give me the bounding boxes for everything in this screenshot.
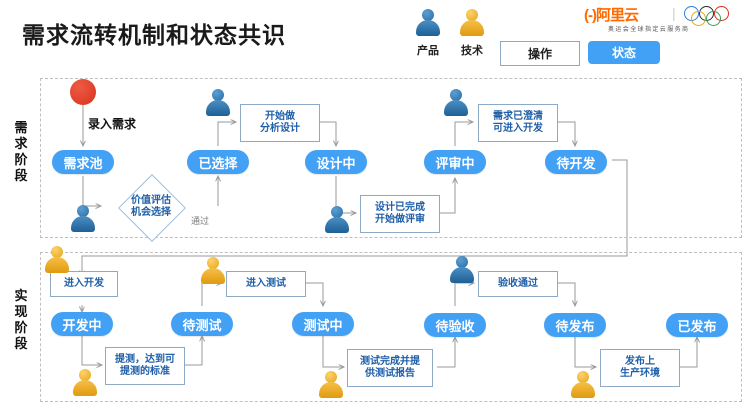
brand-name: (-)阿里云 bbox=[584, 4, 639, 25]
edge-label-pass: 通过 bbox=[191, 216, 210, 226]
actor-tech-5 bbox=[570, 370, 596, 400]
note-release-production[interactable]: 发布上 生产环境 bbox=[600, 349, 680, 387]
status-pill-designing[interactable]: 设计中 bbox=[305, 150, 367, 174]
person-icon bbox=[415, 8, 441, 38]
decision-value-evaluation[interactable]: 价值评估 机会选择 bbox=[103, 174, 199, 242]
note-submit-test[interactable]: 提测，达到可 提测的标准 bbox=[105, 347, 185, 385]
person-icon bbox=[324, 205, 350, 235]
note-start-analysis[interactable]: 开始做 分析设计 bbox=[240, 104, 320, 142]
person-icon bbox=[200, 256, 226, 286]
note-requirement-clarified[interactable]: 需求已澄清 可进入开发 bbox=[478, 104, 558, 142]
status-pill-pending-dev[interactable]: 待开发 bbox=[545, 150, 607, 174]
brand-tagline: 奥运会全球指定云服务商 bbox=[608, 27, 690, 33]
brand-name-text: 阿里云 bbox=[596, 7, 639, 24]
edge-label-enter-requirement: 录入需求 bbox=[88, 117, 137, 131]
status-pill-pending-release[interactable]: 待发布 bbox=[544, 313, 606, 337]
person-icon bbox=[449, 255, 475, 285]
operation-button[interactable]: 操作 bbox=[500, 41, 580, 66]
status-pill-testing[interactable]: 测试中 bbox=[292, 312, 354, 336]
legend-item-product: 产品 bbox=[408, 8, 448, 57]
brand-logo: (-)阿里云 | 奥运会全球指定云服务商 bbox=[584, 4, 744, 38]
person-icon bbox=[44, 245, 70, 275]
legend-label-tech: 技术 bbox=[461, 45, 483, 57]
note-acceptance-passed[interactable]: 验收通过 bbox=[478, 271, 558, 297]
legend-label-product: 产品 bbox=[417, 45, 439, 57]
phase-label-requirement: 需 求 阶 段 bbox=[14, 120, 28, 183]
note-test-done[interactable]: 测试完成并提 供测试报告 bbox=[347, 349, 433, 387]
phase-box-requirement bbox=[40, 78, 742, 238]
brand-mark-glyph: (-) bbox=[584, 7, 597, 24]
actor-product-3 bbox=[324, 205, 350, 235]
person-icon bbox=[205, 88, 231, 118]
legend: 产品 技术 bbox=[408, 8, 498, 60]
legend-item-tech: 技术 bbox=[452, 8, 492, 57]
actor-tech-3 bbox=[200, 256, 226, 286]
actor-tech-1 bbox=[44, 245, 70, 275]
status-pill-pending-accept[interactable]: 待验收 bbox=[424, 313, 486, 337]
person-icon bbox=[70, 204, 96, 234]
phase-box-implementation bbox=[40, 252, 742, 402]
status-button[interactable]: 状态 bbox=[588, 41, 660, 64]
person-icon bbox=[570, 370, 596, 400]
start-node bbox=[70, 79, 96, 105]
olympic-rings-icon bbox=[684, 6, 740, 26]
person-icon bbox=[72, 368, 98, 398]
actor-product-2 bbox=[205, 88, 231, 118]
person-icon bbox=[443, 88, 469, 118]
brand-separator: | bbox=[672, 5, 676, 21]
actor-tech-2 bbox=[72, 368, 98, 398]
status-pill-reviewing[interactable]: 评审中 bbox=[424, 150, 486, 174]
note-enter-dev[interactable]: 进入开发 bbox=[50, 271, 118, 297]
person-icon bbox=[318, 370, 344, 400]
status-pill-pool[interactable]: 需求池 bbox=[52, 150, 114, 174]
page-title: 需求流转机制和状态共识 bbox=[22, 22, 286, 48]
person-icon bbox=[459, 8, 485, 38]
note-enter-test[interactable]: 进入测试 bbox=[226, 271, 306, 297]
actor-product-1 bbox=[70, 204, 96, 234]
phase-label-implementation: 实 现 阶 段 bbox=[14, 288, 28, 351]
actor-product-5 bbox=[449, 255, 475, 285]
status-pill-pending-test[interactable]: 待测试 bbox=[171, 312, 233, 336]
actor-tech-4 bbox=[318, 370, 344, 400]
note-design-done[interactable]: 设计已完成 开始做评审 bbox=[360, 195, 440, 233]
actor-product-4 bbox=[443, 88, 469, 118]
status-pill-released[interactable]: 已发布 bbox=[666, 313, 728, 337]
status-pill-selected[interactable]: 已选择 bbox=[187, 150, 249, 174]
status-pill-developing[interactable]: 开发中 bbox=[51, 312, 113, 336]
decision-label: 价值评估 机会选择 bbox=[131, 195, 171, 218]
